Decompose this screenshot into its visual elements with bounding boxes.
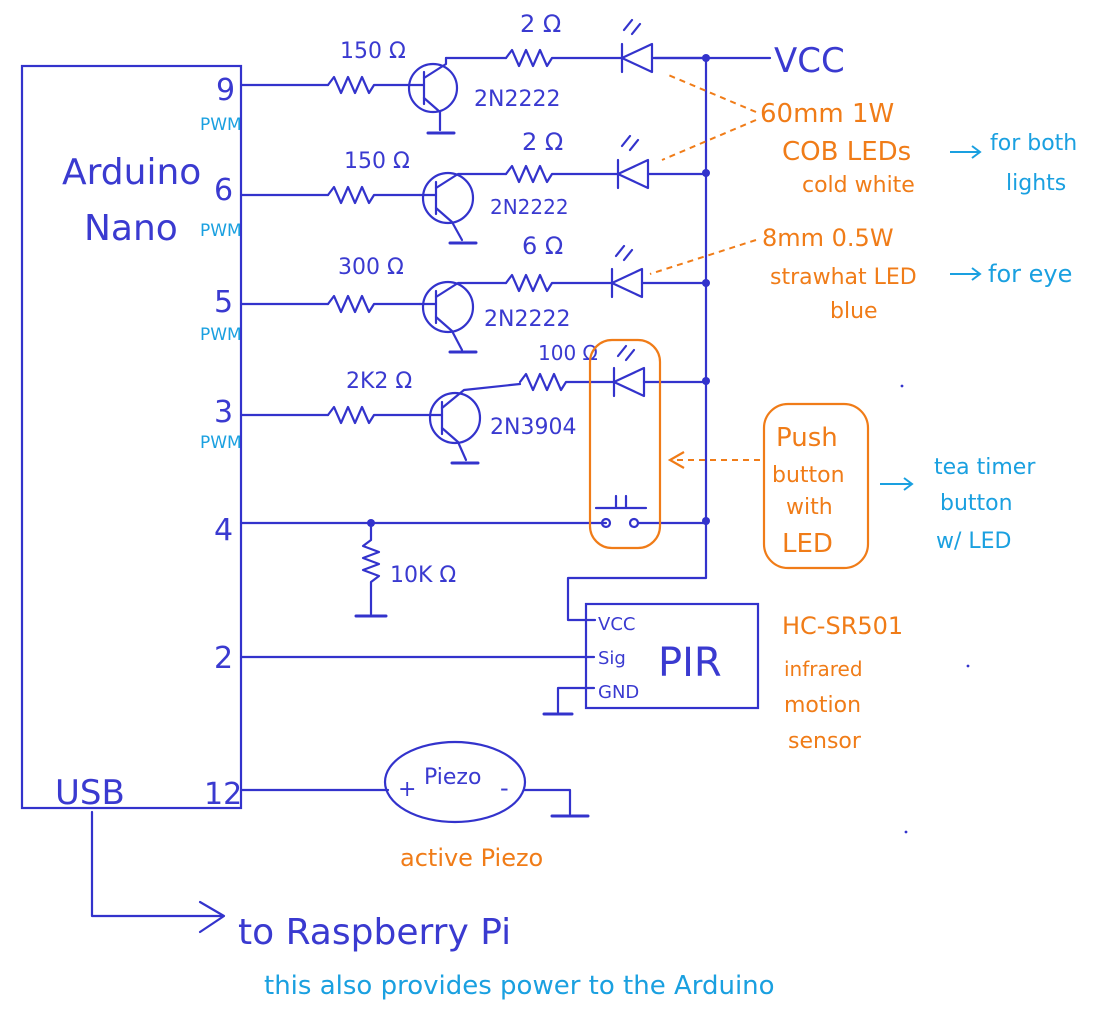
straw-note: for eye: [988, 260, 1072, 288]
straw-line1: 8mm 0.5W: [762, 224, 894, 252]
channel-3-base-resistor: 300 Ω: [338, 255, 404, 280]
piezo-label: Piezo: [424, 765, 481, 790]
push-line1: Push: [776, 423, 838, 453]
push-note-line2: button: [940, 491, 1013, 516]
cob-note-arrow: [950, 145, 982, 159]
pin-9-label: 9: [216, 73, 235, 108]
pin-3-pwm: PWM: [200, 433, 242, 453]
pir-vcc-pin: VCC: [598, 614, 635, 635]
straw-note-arrow: [950, 267, 982, 281]
push-line3: with: [786, 495, 833, 520]
piezo-minus: -: [500, 774, 509, 802]
vcc-rail: [566, 54, 772, 622]
channel-4-driver: [239, 344, 708, 465]
cob-note-line2: lights: [1006, 171, 1066, 196]
channel-3-transistor: 2N2222: [484, 307, 570, 332]
rpi-power-note: this also provides power to the Arduino: [264, 971, 775, 1001]
channel-2-base-resistor: 150 Ω: [344, 149, 410, 174]
pin-9-pwm: PWM: [200, 115, 242, 135]
channel-1-driver: [239, 18, 708, 135]
stray-dot-3: [904, 830, 908, 834]
channel-4-transistor: 2N3904: [490, 415, 576, 440]
channel-3-led-resistor: 6 Ω: [522, 232, 563, 260]
nano-title-line2: Nano: [84, 208, 178, 249]
pir-desc-line4: sensor: [788, 729, 862, 754]
push-line2: button: [772, 463, 845, 488]
arduino-nano-board: [20, 64, 243, 810]
pir-label: PIR: [658, 640, 722, 686]
stray-dot-1: [900, 384, 904, 388]
usb-label: USB: [55, 773, 125, 813]
channel-4-base-resistor: 2K2 Ω: [346, 369, 412, 394]
cob-line3: cold white: [802, 173, 915, 198]
straw-line2: strawhat LED: [770, 265, 917, 290]
pin-4-label: 4: [214, 513, 233, 548]
cob-pointer-2: [661, 119, 757, 161]
pin-5-pwm: PWM: [200, 325, 242, 345]
pir-sensor: [239, 602, 760, 716]
cob-line2: COB LEDs: [782, 137, 911, 167]
cob-note-line1: for both: [990, 131, 1077, 156]
piezo-buzzer: [239, 740, 590, 824]
channel-2-driver: [239, 134, 708, 245]
cob-pointer-1: [665, 73, 757, 113]
pin-3-label: 3: [214, 395, 233, 430]
pir-desc-line3: motion: [784, 693, 861, 718]
rpi-label: to Raspberry Pi: [238, 912, 511, 953]
nano-title-line1: Arduino: [62, 152, 201, 193]
piezo-plus: +: [398, 777, 416, 802]
pir-gnd-pin: GND: [598, 682, 639, 703]
channel-1-transistor: 2N2222: [474, 87, 560, 112]
pin-12-label: 12: [204, 777, 242, 812]
push-note-arrow: [880, 477, 914, 491]
pin-5-label: 5: [214, 285, 233, 320]
push-label-box: [762, 402, 870, 570]
usb-to-rpi-arrow: [90, 810, 226, 934]
push-note-line1: tea timer: [934, 455, 1036, 480]
pin-4-button-circuit: [239, 494, 708, 618]
pir-desc-line1: HC-SR501: [782, 612, 903, 640]
piezo-caption: active Piezo: [400, 844, 543, 872]
stray-dot-2: [966, 664, 970, 668]
cob-line1: 60mm 1W: [760, 99, 894, 129]
channel-3-driver: [239, 244, 708, 354]
pulldown-resistor-label: 10K Ω: [390, 563, 456, 588]
pir-sig-pin: Sig: [598, 648, 626, 669]
pin-6-label: 6: [214, 173, 233, 208]
channel-2-led-resistor: 2 Ω: [522, 128, 563, 156]
straw-pointer: [649, 239, 757, 275]
channel-2-transistor: 2N2222: [490, 195, 569, 219]
pir-desc-line2: infrared: [784, 657, 863, 681]
pin-2-label: 2: [214, 641, 233, 676]
channel-4-led-resistor: 100 Ω: [538, 341, 598, 365]
push-button-outline: [588, 338, 662, 550]
channel-1-base-resistor: 150 Ω: [340, 39, 406, 64]
push-note-line3: w/ LED: [936, 529, 1012, 554]
push-line4: LED: [782, 529, 833, 559]
vcc-label: VCC: [774, 41, 845, 81]
channel-1-led-resistor: 2 Ω: [520, 10, 561, 38]
straw-line3: blue: [830, 299, 878, 324]
pin-6-pwm: PWM: [200, 221, 242, 241]
